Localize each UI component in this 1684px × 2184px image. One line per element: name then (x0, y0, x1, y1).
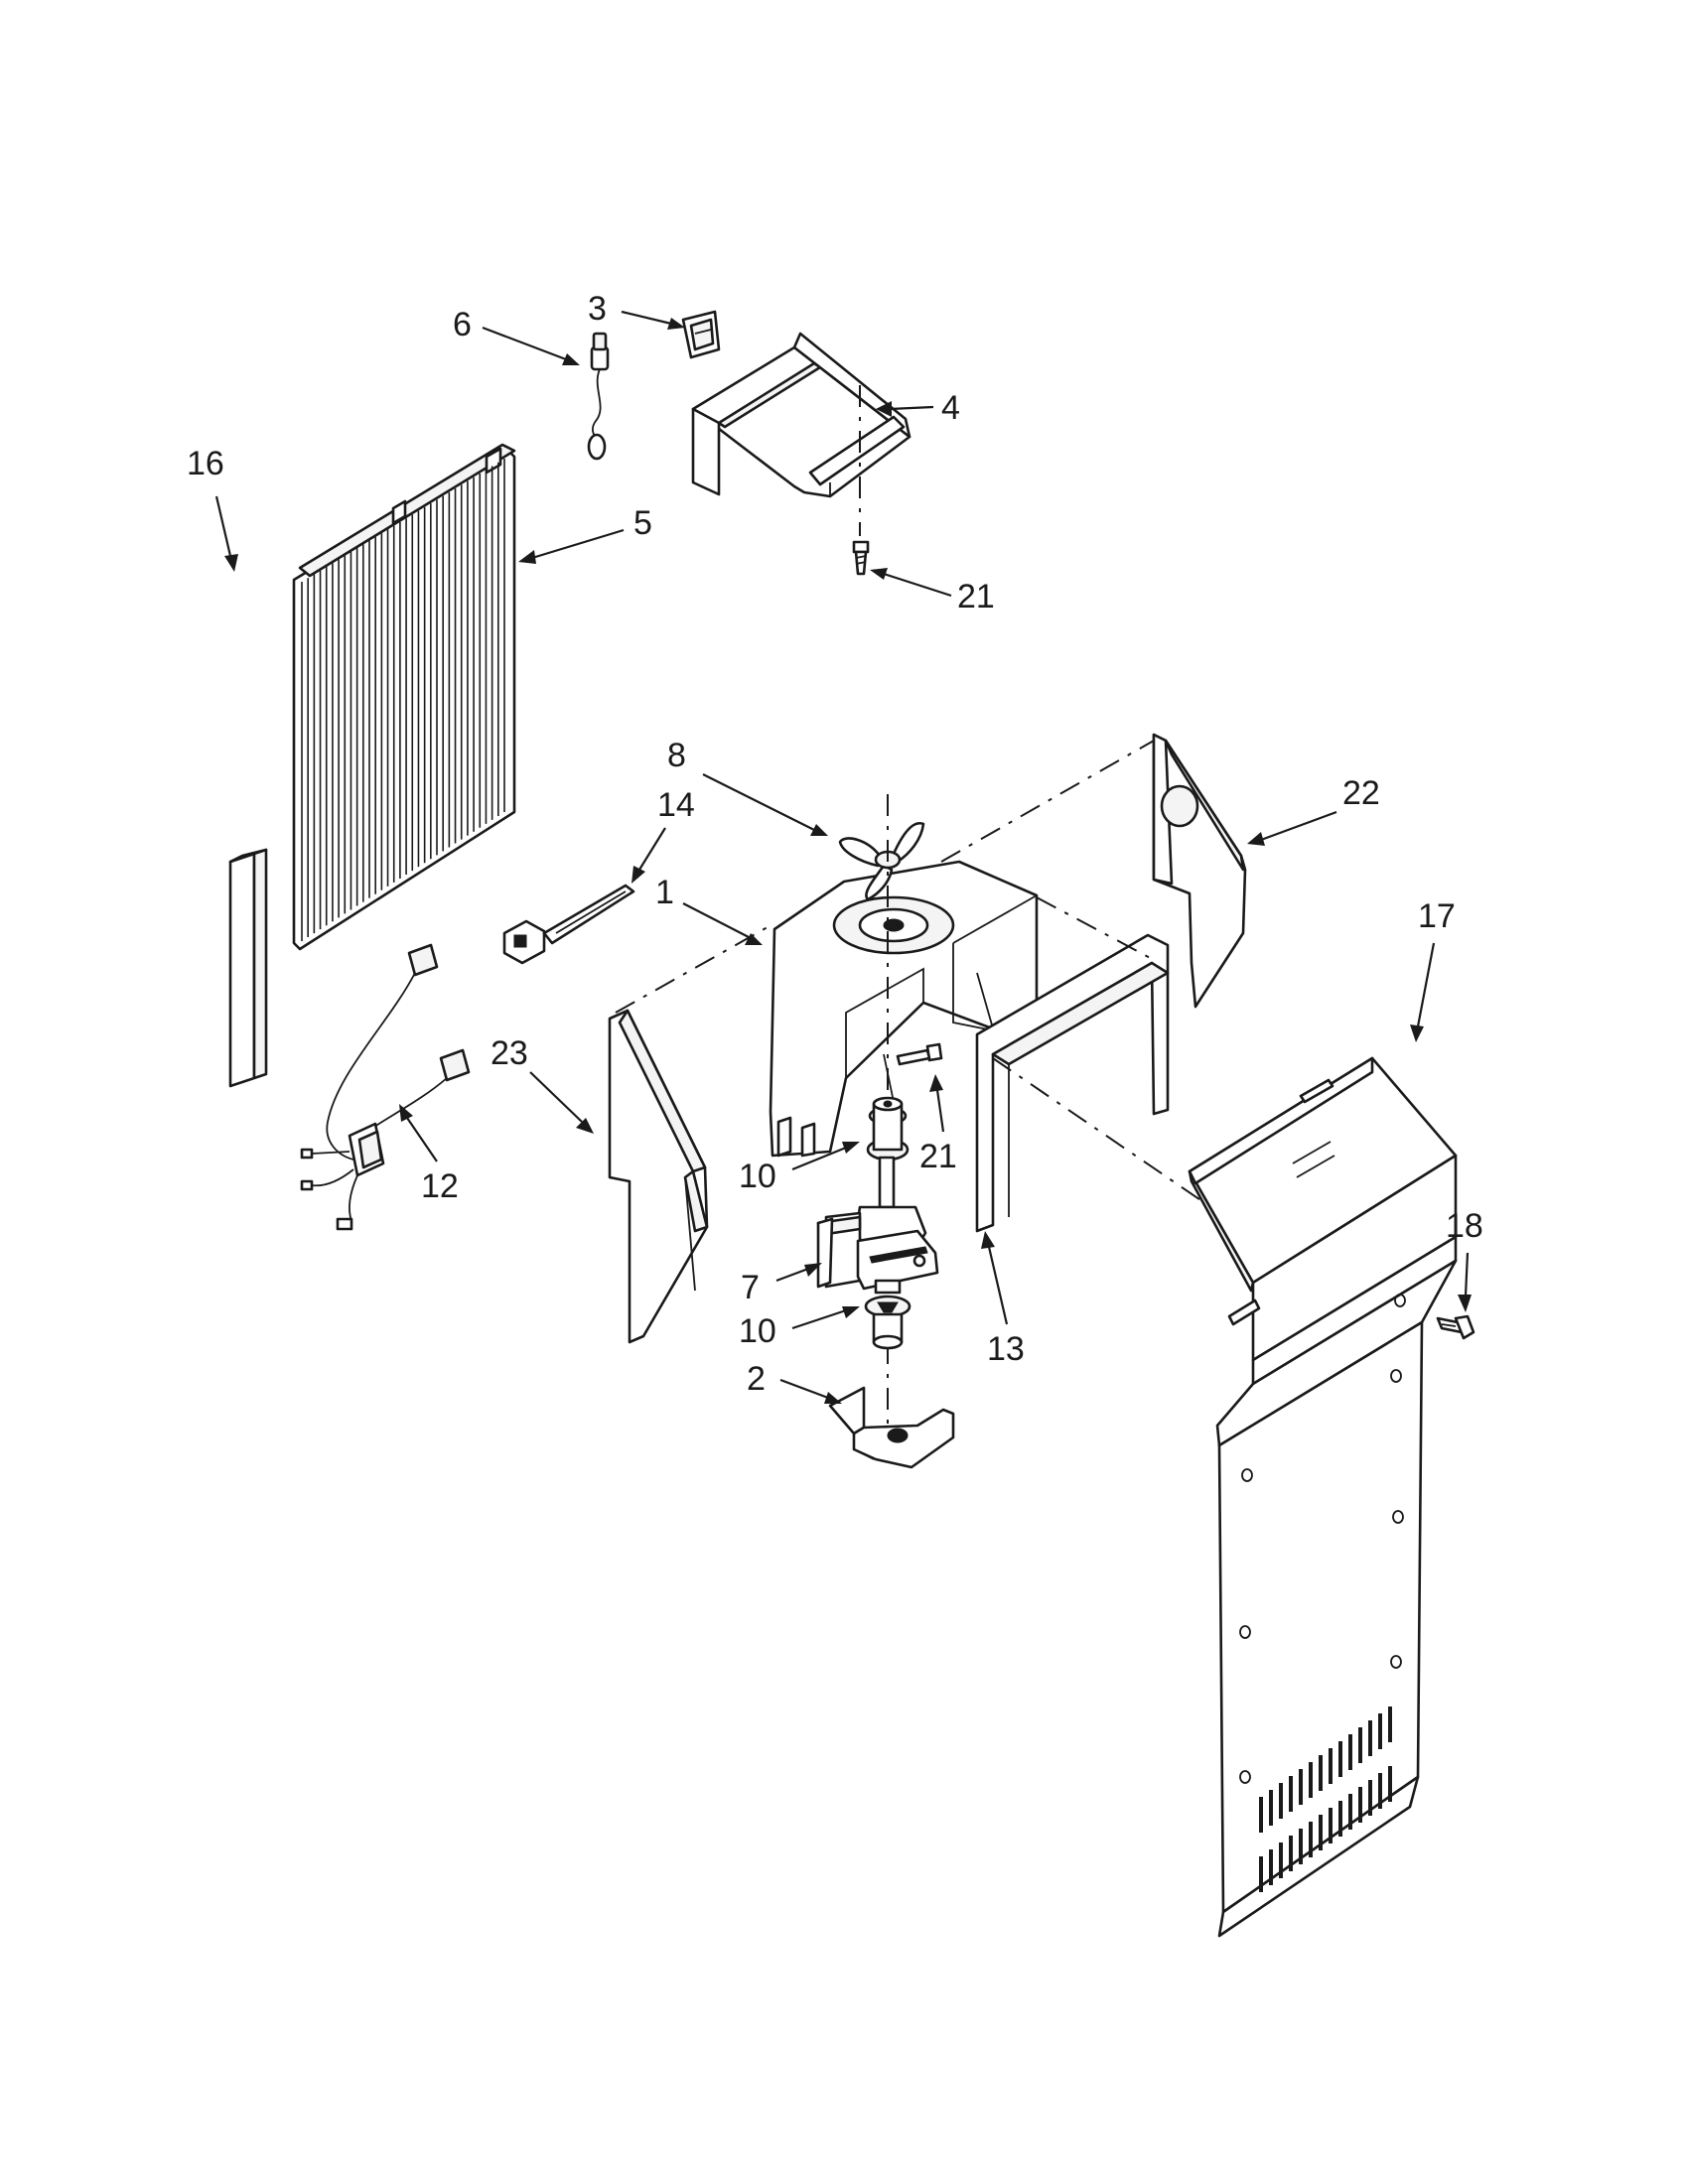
vent-slot (1348, 1794, 1352, 1830)
vent-slot (1319, 1815, 1323, 1850)
part-12-wire-harness[interactable] (300, 943, 471, 1231)
callout-21-upper: 21 (957, 578, 995, 615)
callout-14: 14 (657, 786, 695, 824)
vent-slot (1329, 1808, 1333, 1843)
part-23-alignment-line (615, 922, 775, 1014)
callout-17: 17 (1418, 897, 1456, 935)
part-1-fan-shroud[interactable] (769, 860, 1039, 1158)
callout-23: 23 (491, 1034, 528, 1072)
vent-slot (1338, 1801, 1342, 1837)
part-17-mounting-holes (1239, 1294, 1406, 1784)
callout-16: 16 (187, 445, 224, 482)
vent-slot (1269, 1849, 1273, 1885)
part-6-sensor-cable[interactable] (587, 332, 610, 461)
vent-slot (1309, 1762, 1313, 1798)
part-21-screw-middle[interactable] (896, 1042, 943, 1066)
vent-slot (1279, 1843, 1283, 1878)
vent-slot (1299, 1769, 1303, 1805)
vent-slot (1348, 1734, 1352, 1770)
vent-slot (1269, 1790, 1273, 1826)
part-5-condenser-panel[interactable] (292, 443, 516, 951)
callout-3: 3 (588, 290, 607, 328)
callout-10-lower: 10 (739, 1312, 776, 1350)
callout-13: 13 (987, 1330, 1025, 1368)
callout-21-middle: 21 (919, 1138, 957, 1175)
callout-10-upper: 10 (739, 1158, 776, 1195)
part-23-duct-panel[interactable] (608, 1009, 709, 1344)
vent-slot (1358, 1727, 1362, 1763)
part-8-fan-blade[interactable] (838, 821, 925, 901)
callout-1: 1 (655, 874, 674, 911)
part-18-screw[interactable] (1436, 1314, 1475, 1340)
callout-labels: 3 6 4 16 5 21 8 22 14 1 17 23 21 12 10 1… (187, 290, 1483, 1398)
part-22-alignment-line (940, 740, 1155, 863)
part-13-u-seal[interactable] (975, 933, 1170, 1233)
callout-12: 12 (421, 1167, 459, 1205)
part-3-clip[interactable] (681, 310, 721, 359)
part-22-duct-panel[interactable] (1152, 733, 1247, 1009)
vent-slot (1388, 1766, 1392, 1802)
callout-8: 8 (667, 737, 686, 774)
vent-slot (1368, 1780, 1372, 1816)
part-4-bracket[interactable] (691, 332, 912, 498)
part-2-motor-bracket[interactable] (828, 1386, 955, 1469)
part-17-alignment-line (992, 1057, 1232, 1222)
vent-slot (1388, 1706, 1392, 1742)
part-14-cable-tie[interactable] (502, 884, 635, 965)
vent-slot (1319, 1755, 1323, 1791)
vent-slot (1378, 1713, 1382, 1749)
part-17-vent-slots (1259, 1706, 1392, 1892)
vent-slot (1289, 1836, 1293, 1871)
vent-slot (1378, 1773, 1382, 1809)
part-21-screw-upper[interactable] (852, 540, 870, 576)
callout-22: 22 (1342, 774, 1380, 812)
callout-leaders (214, 310, 1472, 1404)
callout-18: 18 (1446, 1207, 1483, 1245)
vent-slot (1279, 1783, 1283, 1819)
part-10-grommet-lower[interactable] (864, 1295, 912, 1350)
callout-4: 4 (941, 389, 960, 427)
part-10-grommet-upper[interactable] (866, 1096, 910, 1161)
vent-slot (1338, 1741, 1342, 1777)
part-13-alignment-line (1036, 896, 1157, 962)
vent-slot (1368, 1720, 1372, 1756)
vent-slot (1329, 1748, 1333, 1784)
vent-slot (1289, 1776, 1293, 1812)
part-16-seal-strip[interactable] (228, 848, 268, 1088)
vent-slot (1259, 1856, 1263, 1892)
condenser-fins (301, 459, 505, 941)
part-7-fan-motor[interactable] (816, 1156, 939, 1295)
callout-2: 2 (747, 1360, 766, 1398)
vent-slot (1358, 1787, 1362, 1823)
part-17-rear-panel[interactable] (1188, 1056, 1458, 1938)
vent-slot (1309, 1822, 1313, 1857)
vent-slot (1299, 1829, 1303, 1864)
callout-7: 7 (741, 1269, 760, 1306)
vent-slot (1259, 1797, 1263, 1833)
callout-6: 6 (453, 306, 472, 343)
callout-5: 5 (633, 504, 652, 542)
